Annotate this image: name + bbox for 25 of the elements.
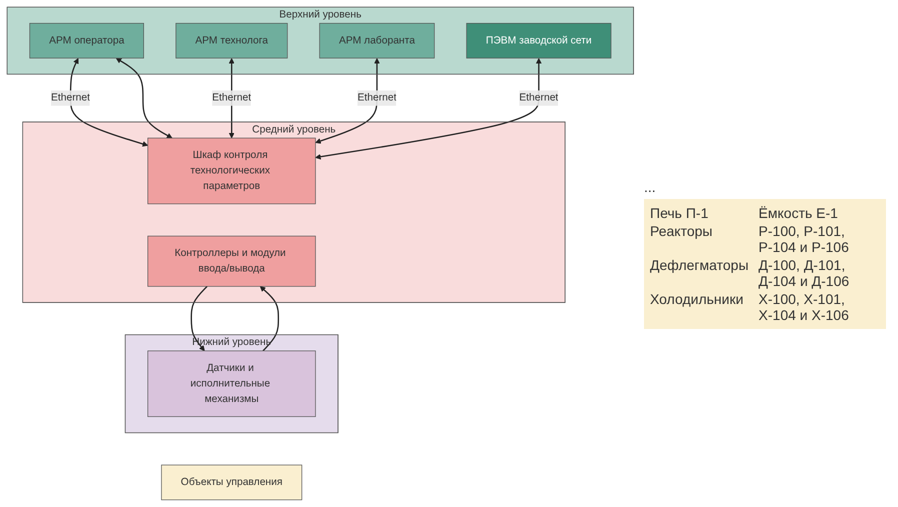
arrow: [190, 286, 208, 352]
edge-label: Ethernet: [212, 92, 251, 104]
edge-label: Ethernet: [50, 92, 90, 104]
table-text: Х-100, Х-101, Х-104 и Х-106: [758, 290, 850, 322]
table-text: Дефлегматоры: [650, 256, 749, 275]
edge-label: Ethernet: [357, 92, 396, 104]
table-text: Д-100, Д-101, Д-104 и Д-106: [758, 256, 850, 288]
table-text: Печь П-1: [650, 204, 710, 220]
node-box: АРМ технолога: [175, 22, 288, 58]
node-box: ПЭВМ заводской сети: [466, 22, 611, 58]
table-text: Р-100, Р-101, Р-104 и Р-106: [758, 222, 850, 254]
table-text: Холодильники: [650, 290, 744, 309]
table-text: Реакторы: [650, 222, 714, 241]
node-box: АРМ лаборанта: [318, 22, 434, 58]
arrow: [116, 58, 172, 138]
node-box: Объекты управления: [160, 464, 302, 500]
arrow: [260, 286, 279, 352]
node-box: Шкаф контроля технологических параметров: [147, 138, 316, 204]
edge-label: Ethernet: [518, 92, 558, 104]
ellipsis-note: ...: [644, 178, 657, 194]
node-box: Контроллеры и модули ввода/вывода: [147, 236, 316, 287]
node-box: АРМ оператора: [29, 22, 144, 58]
arrow: [70, 58, 148, 147]
node-box: Датчики и исполнительные механизмы: [147, 350, 316, 417]
table-text: Ёмкость Е-1: [758, 204, 839, 220]
